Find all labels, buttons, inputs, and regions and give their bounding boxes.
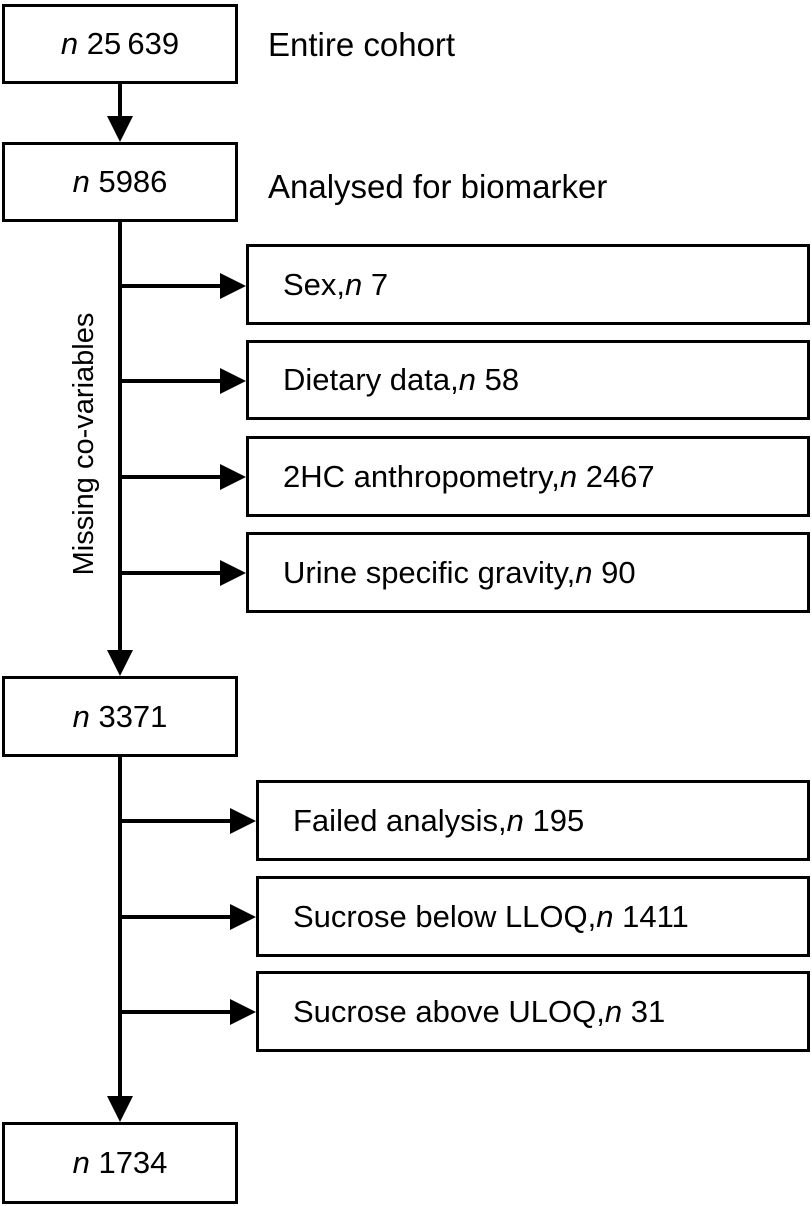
n-symbol: n (345, 266, 363, 302)
exclusion-label: Dietary data, (283, 362, 459, 397)
arrowhead-right-icon (230, 999, 256, 1025)
exclusion-label: Failed analysis, (293, 802, 507, 838)
arrowhead-right-icon (220, 273, 246, 299)
exclusion-count: 2467 (585, 458, 655, 494)
step-box-analysed: n 5986 (2, 142, 238, 222)
exclusion-label: Sucrose below LLOQ, (293, 898, 597, 934)
step-box-final: n 1734 (2, 1122, 238, 1204)
exclusion-count: 90 (601, 554, 636, 590)
exclusion-box-above-uloq: Sucrose above ULOQ, n 31 (256, 971, 810, 1052)
n-symbol: n (458, 362, 477, 397)
step-count: 3371 (98, 698, 168, 734)
arrowhead-down-icon (107, 650, 133, 676)
exclusion-count: 1411 (622, 898, 689, 934)
n-symbol: n (506, 802, 524, 838)
step-label-entire-cohort: Entire cohort (268, 26, 456, 63)
exclusion-label: Urine specific gravity, (283, 554, 576, 590)
n-symbol: n (575, 554, 593, 590)
n-symbol: n (559, 458, 578, 494)
exclusion-box-urine: Urine specific gravity, n 90 (246, 532, 810, 613)
exclusion-box-anthropometry: 2HC anthropometry, n 2467 (246, 436, 810, 517)
step-count: 1734 (98, 1145, 168, 1180)
missing-covariables-label: Missing co-variables (68, 312, 100, 576)
exclusion-box-sex: Sex, n 7 (246, 244, 810, 325)
n-symbol: n (72, 164, 90, 199)
exclusion-label: 2HC anthropometry, (283, 458, 560, 494)
arrowhead-right-icon (230, 904, 256, 930)
step-box-entire-cohort: n 25 639 (2, 4, 238, 84)
step-count: 25 639 (86, 26, 180, 61)
step-box-complete-covariables: n 3371 (2, 676, 238, 757)
exclusion-label: Sex, (283, 266, 346, 302)
arrowhead-down-icon (107, 116, 133, 142)
n-symbol: n (60, 26, 79, 61)
n-symbol: n (72, 1145, 90, 1180)
exclusion-box-failed-analysis: Failed analysis, n 195 (256, 780, 810, 861)
exclusion-box-below-lloq: Sucrose below LLOQ, n 1411 (256, 876, 810, 957)
step-label-analysed: Analysed for biomarker (268, 168, 608, 205)
step-count: 5986 (98, 164, 168, 199)
arrowhead-right-icon (230, 808, 256, 834)
exclusion-count: 58 (484, 362, 520, 397)
exclusion-count: 31 (630, 993, 666, 1029)
arrowhead-right-icon (220, 560, 246, 586)
exclusion-count: 7 (370, 266, 389, 302)
arrowhead-down-icon (107, 1096, 133, 1122)
exclusion-count: 195 (532, 802, 585, 838)
exclusion-box-dietary: Dietary data, n 58 (246, 340, 810, 420)
exclusion-label: Sucrose above ULOQ, (293, 993, 605, 1029)
n-symbol: n (604, 993, 623, 1029)
n-symbol: n (72, 698, 90, 734)
arrowhead-right-icon (220, 464, 246, 490)
n-symbol: n (596, 898, 614, 934)
arrowhead-right-icon (220, 368, 246, 394)
